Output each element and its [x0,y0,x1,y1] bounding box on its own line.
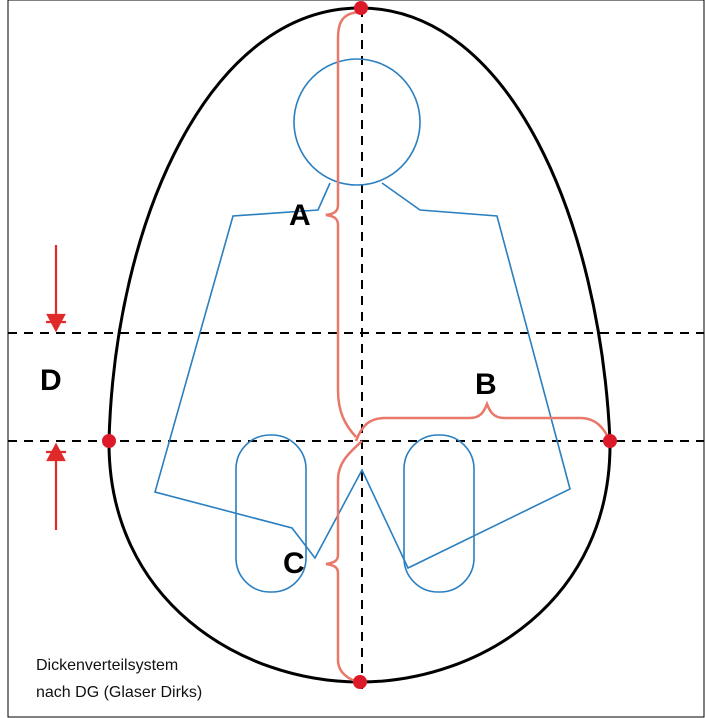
brace-c [326,441,362,682]
label-a: A [289,199,311,232]
point-top [354,1,368,15]
label-c: C [283,547,305,580]
label-d: D [40,364,62,397]
pilot-head [294,59,420,185]
label-b: B [475,368,497,401]
egg-outline [109,8,610,682]
frame-border [8,0,704,717]
caption-line-2: nach DG (Glaser Dirks) [36,684,202,701]
measurement-points [102,1,617,689]
brace-b [356,404,610,441]
pilot-right-leg [404,435,474,592]
caption-line-1: Dickenverteilsystem [36,657,178,674]
brace-a [326,12,362,437]
point-bottom [353,675,367,689]
point-right [603,434,617,448]
point-left [102,434,116,448]
